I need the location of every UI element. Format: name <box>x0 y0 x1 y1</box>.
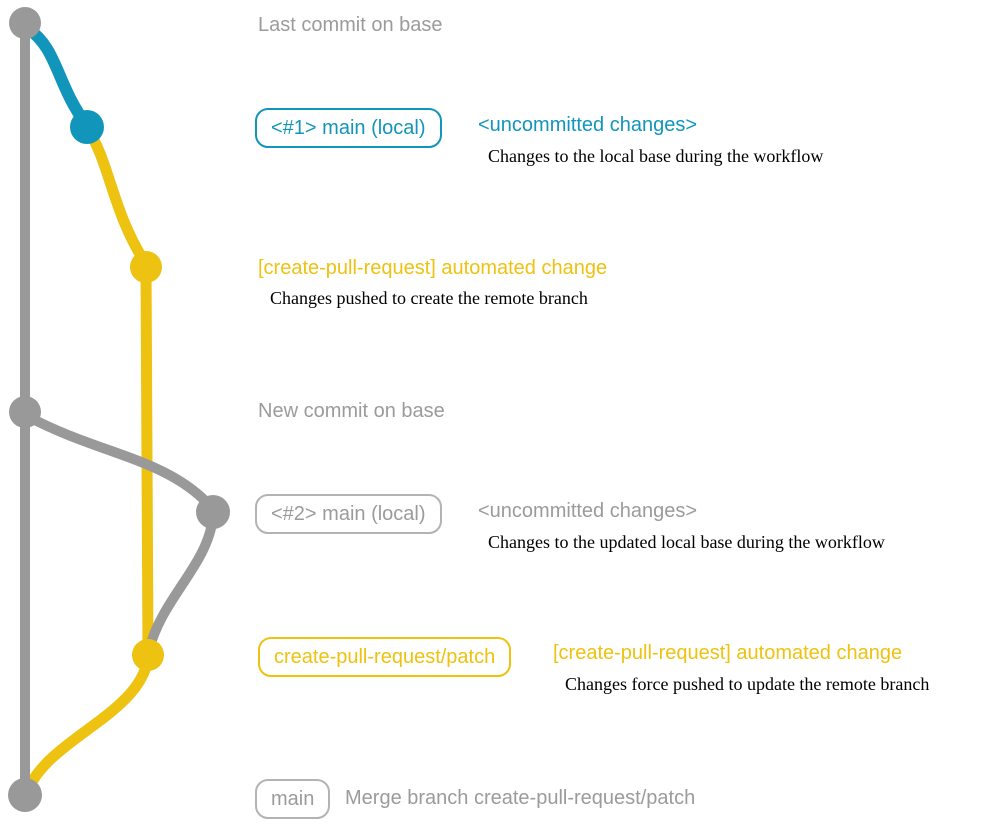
commit-node-patch-2 <box>132 639 164 671</box>
automated-change-desc-2: Changes force pushed to update the remot… <box>565 674 930 694</box>
branch-badge-main-local-2: <#2> main (local) <box>255 494 442 534</box>
commit-node-merge <box>8 778 42 812</box>
uncommitted-changes-label-1: <uncommitted changes> <box>478 114 698 136</box>
commit-node-local-2 <box>196 495 230 529</box>
local-to-patch-curve <box>144 512 218 655</box>
automated-change-label-1: [create-pull-request] automated change <box>258 257 608 279</box>
branch-badge-patch: create-pull-request/patch <box>258 637 512 677</box>
commit-node-local-1 <box>70 110 104 144</box>
uncommitted-changes-desc-2: Changes to the updated local base during… <box>488 532 885 552</box>
last-commit-heading: Last commit on base <box>258 14 443 36</box>
merge-commit-label: Merge branch create-pull-request/patch <box>345 787 696 809</box>
local-branch-curve-1 <box>21 22 92 130</box>
patch-merge-curve <box>21 652 154 798</box>
branch-badge-main: main <box>255 779 331 819</box>
local-branch-curve-2 <box>22 411 217 513</box>
patch-branch-line <box>140 260 154 658</box>
uncommitted-changes-label-2: <uncommitted changes> <box>478 500 698 522</box>
branch-badge-main-local-1: <#1> main (local) <box>255 108 442 148</box>
commit-node-patch-1 <box>130 251 162 283</box>
uncommitted-changes-desc-1: Changes to the local base during the wor… <box>488 146 824 166</box>
commit-node-new-base <box>9 396 41 428</box>
automated-change-label-2: [create-pull-request] automated change <box>553 642 903 664</box>
automated-change-desc-1: Changes pushed to create the remote bran… <box>270 288 588 308</box>
patch-branch-curve-top <box>81 122 152 270</box>
new-commit-heading: New commit on base <box>258 400 445 422</box>
commit-node-last-base <box>9 7 41 39</box>
